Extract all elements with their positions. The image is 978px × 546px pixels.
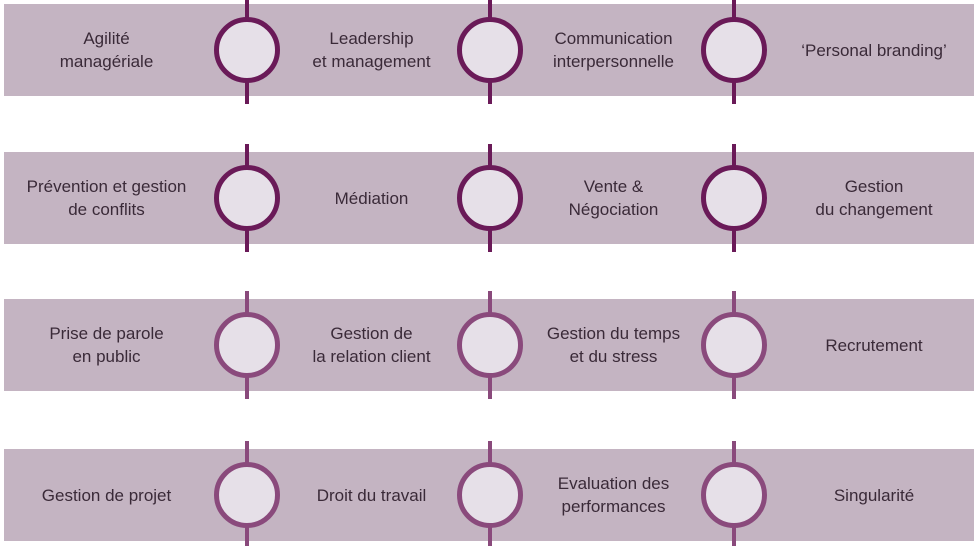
node-circle: [701, 462, 767, 528]
node-circle: [214, 165, 280, 231]
item-evaluation-performances: Evaluation des performances: [557, 474, 670, 516]
node-circle: [701, 17, 767, 83]
item-relation-client: Gestion de la relation client: [312, 324, 431, 366]
node-circle: [457, 165, 523, 231]
item-gestion-changement: Gestion du changement: [815, 177, 933, 219]
item-singularite: Singularité: [833, 485, 915, 505]
item-personal-branding: ‘Personal branding’: [801, 40, 947, 60]
item-prevention-conflits: Prévention et gestion de conflits: [26, 177, 187, 219]
row-2: Prévention et gestion de conflits Médiat…: [4, 144, 974, 252]
item-leadership-management: Leadership et management: [312, 29, 431, 71]
item-gestion-projet: Gestion de projet: [41, 485, 172, 505]
node-circle: [457, 312, 523, 378]
row-4: Gestion de projet Droit du travail Evalu…: [4, 441, 974, 546]
item-mediation: Médiation: [334, 188, 409, 208]
node-circle: [701, 165, 767, 231]
item-prise-de-parole: Prise de parole en public: [49, 324, 164, 366]
node-circle: [457, 17, 523, 83]
item-communication-interpersonnelle: Communication interpersonnelle: [553, 29, 674, 71]
node-circle: [214, 462, 280, 528]
node-circle: [214, 312, 280, 378]
item-recrutement: Recrutement: [825, 335, 923, 355]
node-circle: [701, 312, 767, 378]
row-3: Prise de parole en public Gestion de la …: [4, 291, 974, 399]
row-1: Agilité managériale Leadership et manage…: [4, 0, 974, 104]
item-droit-travail: Droit du travail: [316, 485, 427, 505]
node-circle: [457, 462, 523, 528]
item-agilite-manageriale: Agilité managériale: [59, 29, 154, 71]
item-vente-negociation: Vente & Négociation: [568, 177, 659, 219]
node-circle: [214, 17, 280, 83]
item-gestion-temps-stress: Gestion du temps et du stress: [546, 324, 681, 366]
